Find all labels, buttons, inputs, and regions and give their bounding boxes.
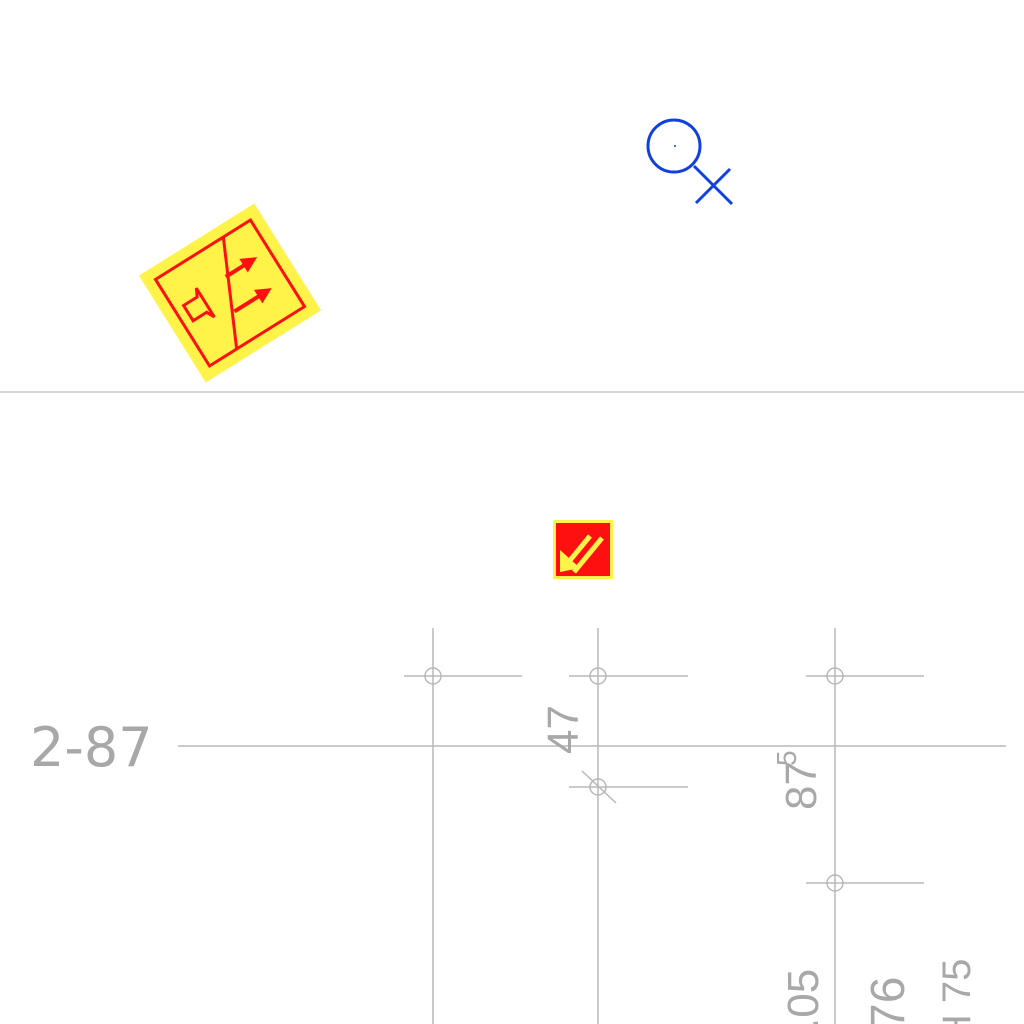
elevation-label-87-base: 87 [777,761,826,810]
street-name-label: 2-87 [30,716,153,779]
elevation-label-rh75: RH 75 [935,959,979,1024]
elevation-label-05: .05 [779,969,828,1024]
evacuation-sign-icon[interactable] [138,203,322,383]
grid-linework [178,628,1006,1024]
female-symbol-icon[interactable] [646,118,734,206]
elevation-label-87-superscript: 5 [771,750,802,766]
elevation-label-47: 47 [539,705,588,754]
escape-route-marker-icon[interactable] [553,520,613,579]
elevation-label-87-5: 87 5 [771,750,826,810]
elevation-label-76: 76 [862,977,915,1024]
